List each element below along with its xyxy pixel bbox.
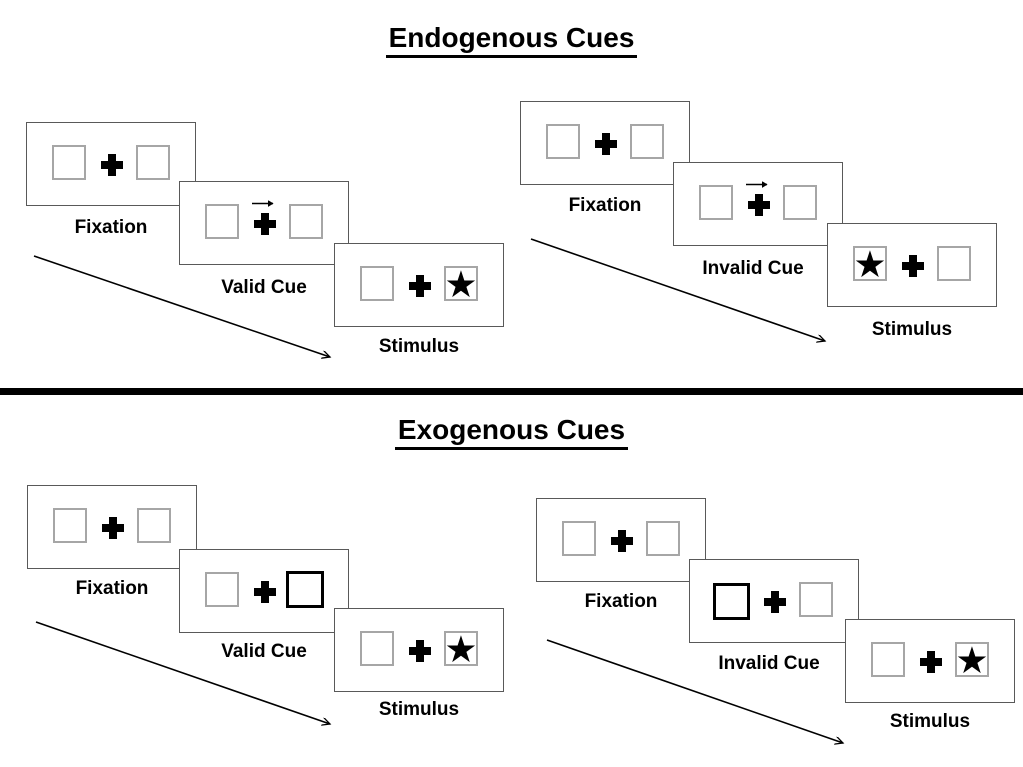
time-sequence-arrow — [33, 255, 340, 364]
exogenous-invalid-cue-label: Invalid Cue — [718, 653, 820, 674]
endogenous-valid-fixation-label: Fixation — [74, 217, 148, 238]
fixation-cross-icon — [409, 275, 431, 297]
placeholder-box-left — [53, 508, 87, 543]
exogenous-valid-fixation-panel — [27, 485, 197, 569]
placeholder-box-left — [52, 145, 86, 180]
endogenous-valid-cue-label: Valid Cue — [221, 277, 307, 298]
time-sequence-arrow — [546, 639, 853, 748]
exogenous-valid-cue-label: Valid Cue — [221, 641, 307, 662]
placeholder-box-left — [205, 204, 239, 239]
fixation-cross-icon — [902, 255, 924, 277]
endogenous-invalid-cue-label: Invalid Cue — [702, 258, 804, 279]
endogenous-valid-cue-panel — [179, 181, 349, 265]
placeholder-box-left — [871, 642, 905, 677]
fixation-cross-icon — [595, 133, 617, 155]
star-icon: ★ — [955, 639, 989, 682]
cue-arrow-right-icon — [252, 197, 281, 209]
endogenous-invalid-fixation-panel — [520, 101, 690, 185]
cue-arrow-right-icon — [746, 178, 775, 190]
placeholder-box-right — [783, 185, 817, 220]
placeholder-box-left — [360, 631, 394, 666]
time-sequence-arrow — [530, 238, 835, 347]
placeholder-box-left — [562, 521, 596, 556]
bold-cue-box-left — [713, 583, 750, 620]
fixation-cross-icon — [101, 154, 123, 176]
fixation-cross-icon — [409, 640, 431, 662]
fixation-cross-icon — [748, 194, 770, 216]
placeholder-box-right — [289, 204, 323, 239]
placeholder-box-right — [136, 145, 170, 180]
fixation-cross-icon — [611, 530, 633, 552]
endogenous-valid-stimulus-label: Stimulus — [378, 336, 460, 357]
exogenous-valid-stimulus-label: Stimulus — [378, 699, 460, 720]
placeholder-box-left — [205, 572, 239, 607]
star-icon: ★ — [444, 628, 478, 671]
fixation-cross-icon — [920, 651, 942, 673]
endogenous-invalid-stimulus-panel: ★ — [827, 223, 997, 307]
placeholder-box-right — [137, 508, 171, 543]
endogenous-invalid-cue-panel — [673, 162, 843, 246]
exogenous-invalid-fixation-panel — [536, 498, 706, 582]
fixation-cross-icon — [254, 581, 276, 603]
bold-cue-box-right — [286, 571, 324, 608]
placeholder-box-right — [646, 521, 680, 556]
time-sequence-arrow — [35, 621, 340, 730]
target-box-right: ★ — [444, 628, 478, 671]
exogenous-invalid-stimulus-label: Stimulus — [889, 711, 971, 732]
exogenous-valid-cue-panel — [179, 549, 349, 633]
target-box-right: ★ — [955, 639, 989, 682]
placeholder-box-right — [630, 124, 664, 159]
exogenous-invalid-stimulus-panel: ★ — [845, 619, 1015, 703]
exogenous-valid-fixation-label: Fixation — [75, 578, 149, 599]
star-icon: ★ — [853, 243, 887, 286]
fixation-cross-icon — [102, 517, 124, 539]
fixation-cross-icon — [254, 213, 276, 235]
star-icon: ★ — [444, 263, 478, 306]
exogenous-title-text: Exogenous Cues — [394, 414, 629, 450]
placeholder-box-left — [699, 185, 733, 220]
section-divider-line — [0, 388, 1023, 395]
placeholder-box-right — [799, 582, 833, 617]
endogenous-valid-fixation-panel — [26, 122, 196, 206]
endogenous-invalid-fixation-label: Fixation — [568, 195, 642, 216]
endogenous-title-text: Endogenous Cues — [385, 22, 638, 58]
fixation-cross-icon — [764, 591, 786, 613]
endogenous-invalid-stimulus-label: Stimulus — [871, 319, 953, 340]
endogenous-section-title: Endogenous Cues — [0, 22, 1023, 58]
exogenous-invalid-cue-panel — [689, 559, 859, 643]
placeholder-box-left — [360, 266, 394, 301]
exogenous-valid-stimulus-panel: ★ — [334, 608, 504, 692]
exogenous-section-title: Exogenous Cues — [0, 414, 1023, 450]
endogenous-valid-stimulus-panel: ★ — [334, 243, 504, 327]
target-box-right: ★ — [444, 263, 478, 306]
exogenous-invalid-fixation-label: Fixation — [584, 591, 658, 612]
placeholder-box-left — [546, 124, 580, 159]
placeholder-box-right — [937, 246, 971, 281]
target-box-left: ★ — [853, 243, 887, 286]
